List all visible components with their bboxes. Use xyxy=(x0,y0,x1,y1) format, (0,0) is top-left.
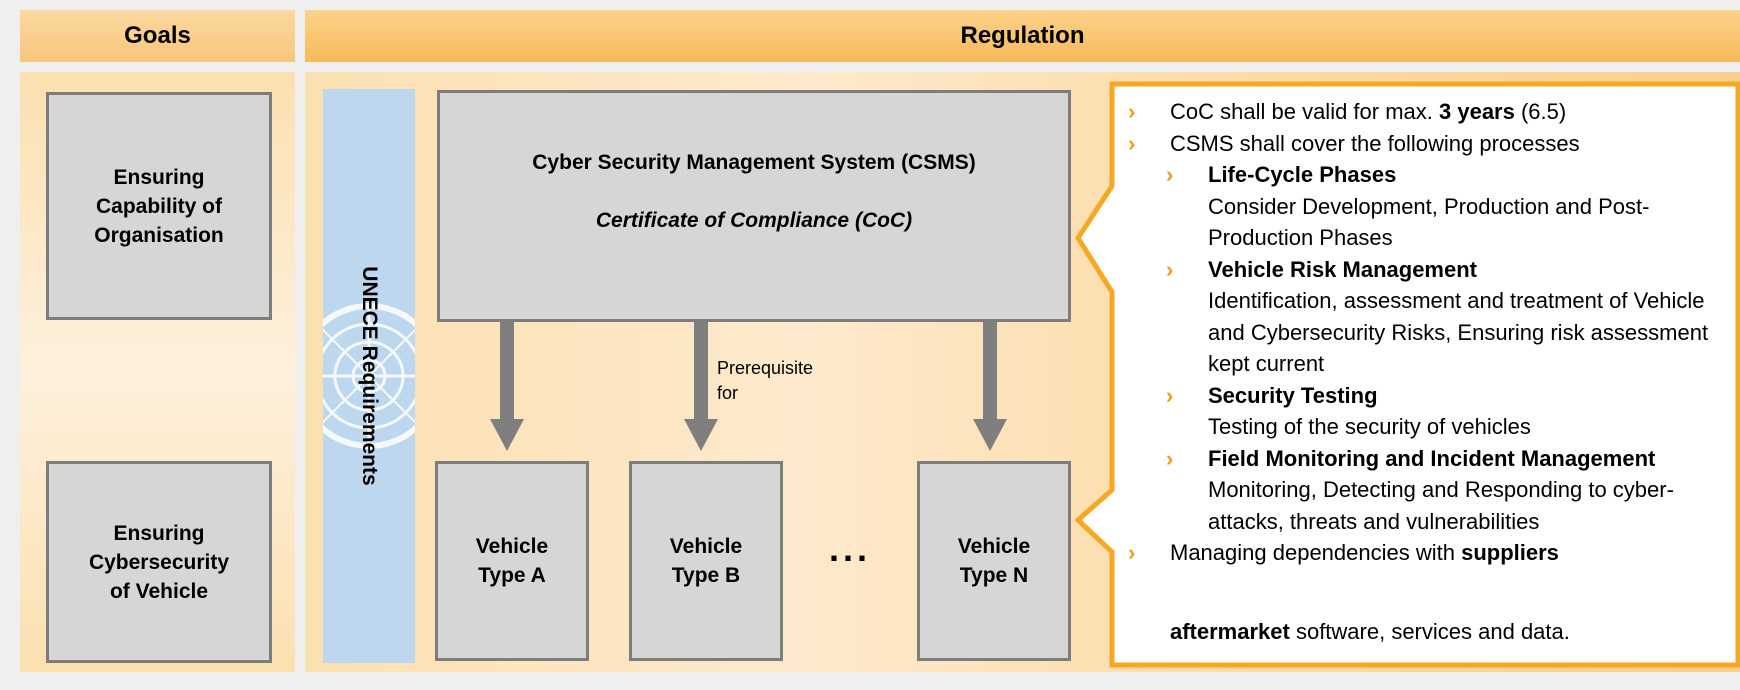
chevron-right-icon: › xyxy=(1166,382,1174,408)
unece-requirements-strip: UNECE Requirements xyxy=(323,89,415,663)
goals-header: Goals xyxy=(20,10,295,62)
chevron-right-icon: › xyxy=(1166,445,1174,471)
testing-desc: Testing of the security of vehicles xyxy=(1208,414,1531,439)
vehicle-type-n-label: Vehicle Type N xyxy=(957,535,1031,587)
testing-title: Security Testing xyxy=(1208,382,1378,408)
lifecycle-title: Life-Cycle Phases xyxy=(1208,162,1397,187)
list-item: › Managing dependencies with suppliers xyxy=(1112,537,1737,569)
chevron-right-icon: › xyxy=(1166,256,1174,282)
list-item: › CoC shall be valid for max. 3 years (6… xyxy=(1112,96,1737,128)
risk-desc: Identification, assessment and treatment… xyxy=(1208,288,1709,376)
chevron-right-icon: › xyxy=(1128,130,1136,156)
list-item: › CSMS shall cover the following process… xyxy=(1112,128,1737,160)
lifecycle-desc: Consider Development, Production and Pos… xyxy=(1208,193,1650,251)
aftermarket-line: aftermarket software, services and data. xyxy=(1170,619,1570,644)
prerequisite-label: Prerequisite for xyxy=(717,358,814,403)
goal-cybersecurity-box: Ensuring Cybersecurity of Vehicle xyxy=(46,461,272,663)
goal-capability-box: Ensuring Capability of Organisation xyxy=(46,92,272,320)
chevron-right-icon: › xyxy=(1128,99,1136,124)
list-item: › Field Monitoring and Incident Manageme… xyxy=(1112,443,1737,538)
field-desc: Monitoring, Detecting and Responding to … xyxy=(1208,477,1674,534)
chevron-right-icon: › xyxy=(1128,540,1136,565)
csms-title: Cyber Security Management System (CSMS) xyxy=(532,150,976,174)
list-item: › Security Testing Testing of the securi… xyxy=(1112,380,1737,443)
csms-box: Cyber Security Management System (CSMS) … xyxy=(437,90,1071,322)
vehicle-type-b-box: Vehicle Type B xyxy=(629,461,783,661)
ellipsis: ... xyxy=(828,528,871,569)
chevron-right-icon: › xyxy=(1166,162,1174,187)
goals-header-label: Goals xyxy=(124,22,191,49)
field-title: Field Monitoring and Incident Management xyxy=(1208,445,1656,471)
callout-requirements-list: › CoC shall be valid for max. 3 years (6… xyxy=(1112,96,1737,569)
list-item: › Life-Cycle Phases Consider Development… xyxy=(1112,159,1737,254)
vehicle-type-b-label: Vehicle Type B xyxy=(669,535,743,587)
un-emblem-icon xyxy=(323,303,415,449)
vehicle-type-n-box: Vehicle Type N xyxy=(917,461,1071,661)
list-item: › Vehicle Risk Management Identification… xyxy=(1112,254,1737,380)
vehicle-type-a-label: Vehicle Type A xyxy=(475,535,549,587)
vehicle-type-a-box: Vehicle Type A xyxy=(435,461,589,661)
regulation-header: Regulation xyxy=(305,10,1740,62)
goal-cybersecurity-label: Ensuring Cybersecurity of Vehicle xyxy=(88,521,230,603)
unece-requirements-label: UNECE Requirements xyxy=(358,266,381,486)
regulation-header-label: Regulation xyxy=(960,22,1085,49)
goal-capability-label: Ensuring Capability of Organisation xyxy=(94,165,224,247)
csms-subtitle: Certificate of Compliance (CoC) xyxy=(595,208,913,232)
risk-title: Vehicle Risk Management xyxy=(1208,256,1477,282)
